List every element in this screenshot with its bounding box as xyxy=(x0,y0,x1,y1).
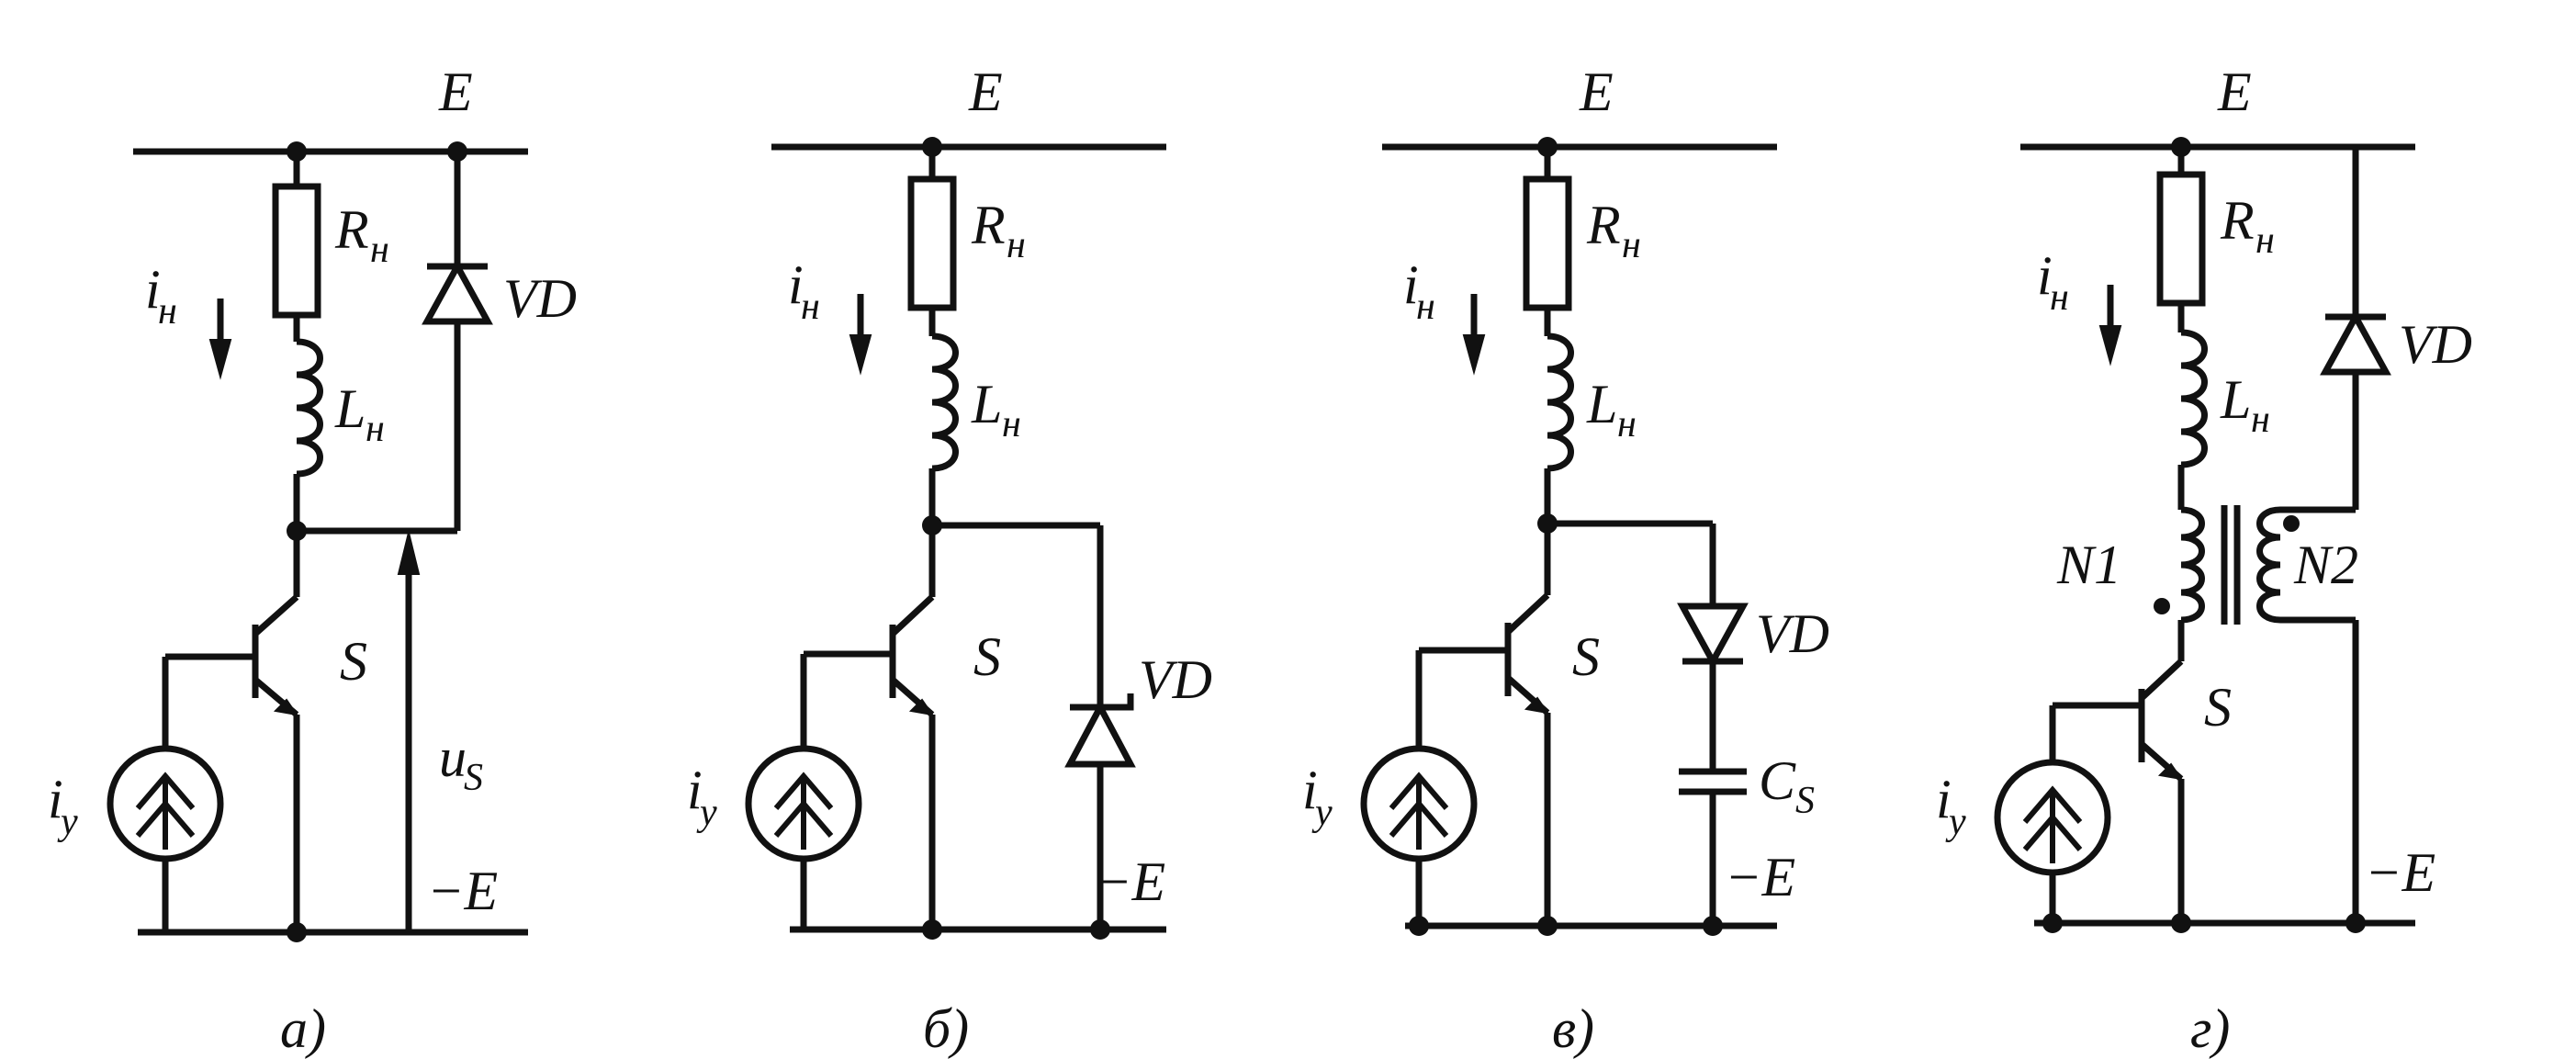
svg-text:i: i xyxy=(2037,245,2053,306)
inductor-ln-g xyxy=(2180,329,2208,468)
svg-text:i: i xyxy=(1302,760,1318,820)
resistor-rn-c xyxy=(1523,175,1572,311)
winding-n1 xyxy=(2180,506,2205,624)
label-n2: N2 xyxy=(2293,535,2358,595)
caption-a: а) xyxy=(280,998,326,1059)
svg-text:н: н xyxy=(158,290,177,332)
svg-text:н: н xyxy=(1617,403,1637,445)
svg-text:L: L xyxy=(1586,374,1617,434)
inductor-ln-c xyxy=(1547,332,1574,472)
svg-text:i: i xyxy=(1403,254,1419,315)
label-i-ctrl: i xyxy=(48,769,63,829)
svg-text:E: E xyxy=(1579,62,1614,122)
svg-text:н: н xyxy=(1002,403,1021,445)
svg-text:i: i xyxy=(1936,769,1952,829)
svg-text:R: R xyxy=(1586,195,1621,255)
svg-text:E: E xyxy=(968,62,1003,122)
svg-text:у: у xyxy=(57,801,78,843)
svg-text:н: н xyxy=(2050,276,2069,319)
svg-text:L: L xyxy=(2220,369,2251,430)
svg-text:н: н xyxy=(2255,220,2275,262)
svg-text:E: E xyxy=(2217,62,2252,122)
label-u: u xyxy=(439,727,467,788)
zener-vd-b xyxy=(1064,700,1136,768)
svg-text:VD: VD xyxy=(2399,314,2472,375)
caption-v: в) xyxy=(1552,998,1594,1059)
label-e: E xyxy=(438,62,473,122)
label-s: S xyxy=(340,631,367,692)
diode-vd-g xyxy=(2320,310,2391,376)
label-l: L xyxy=(334,378,366,439)
svg-text:н: н xyxy=(366,408,385,450)
resistor-rn-g xyxy=(2156,171,2206,307)
svg-text:н: н xyxy=(2251,399,2270,441)
label-vd: VD xyxy=(503,268,577,329)
label-c: C xyxy=(1759,750,1796,811)
svg-text:у: у xyxy=(696,792,717,834)
svg-text:S: S xyxy=(973,626,1001,687)
label-i-load: i xyxy=(145,259,161,320)
svg-text:S: S xyxy=(1572,626,1600,687)
svg-text:S: S xyxy=(2204,677,2232,738)
svg-text:i: i xyxy=(687,760,703,820)
polarity-dot-n2 xyxy=(2283,515,2300,532)
svg-text:−E: −E xyxy=(2365,842,2435,903)
svg-text:R: R xyxy=(971,195,1006,255)
svg-text:у: у xyxy=(1311,792,1333,834)
svg-text:у: у xyxy=(1945,801,1966,843)
svg-text:S: S xyxy=(464,757,483,799)
svg-text:−E: −E xyxy=(1725,847,1795,907)
label-n1: N1 xyxy=(2056,535,2121,595)
inductor-ln-a xyxy=(296,338,323,478)
svg-text:−E: −E xyxy=(1095,851,1165,912)
svg-text:VD: VD xyxy=(1139,649,1212,710)
winding-n2 xyxy=(2256,506,2281,624)
caption-g: г) xyxy=(2190,998,2230,1059)
svg-text:н: н xyxy=(1622,224,1641,266)
diode-vd-a xyxy=(422,259,493,325)
circuit-a: E R н L н i н VD S u S −E i у а) xyxy=(48,62,577,1059)
svg-text:L: L xyxy=(971,374,1002,434)
caption-b: б) xyxy=(923,998,969,1059)
svg-text:R: R xyxy=(2220,190,2255,251)
label-minus-e: −E xyxy=(427,861,498,921)
resistor-rn-b xyxy=(907,175,957,311)
svg-text:S: S xyxy=(1795,780,1815,822)
diode-vd-c xyxy=(1677,603,1749,669)
resistor-rn-a xyxy=(272,183,321,319)
inductor-ln-b xyxy=(931,332,959,472)
svg-text:н: н xyxy=(1416,286,1435,328)
svg-text:i: i xyxy=(788,254,804,315)
circuit-b: E R н L н i н S VD −E i у б) xyxy=(687,62,1212,1059)
svg-text:VD: VD xyxy=(1756,603,1829,664)
svg-text:н: н xyxy=(801,286,820,328)
polarity-dot-n1 xyxy=(2154,598,2170,614)
label-r: R xyxy=(334,199,369,260)
svg-text:н: н xyxy=(370,229,389,271)
circuit-c: E R н L н i н S VD C S −E i у в) xyxy=(1302,62,1829,1059)
circuit-g: E R н L н i н VD N1 N2 S −E i у г) xyxy=(1936,62,2472,1059)
svg-text:н: н xyxy=(1007,224,1026,266)
